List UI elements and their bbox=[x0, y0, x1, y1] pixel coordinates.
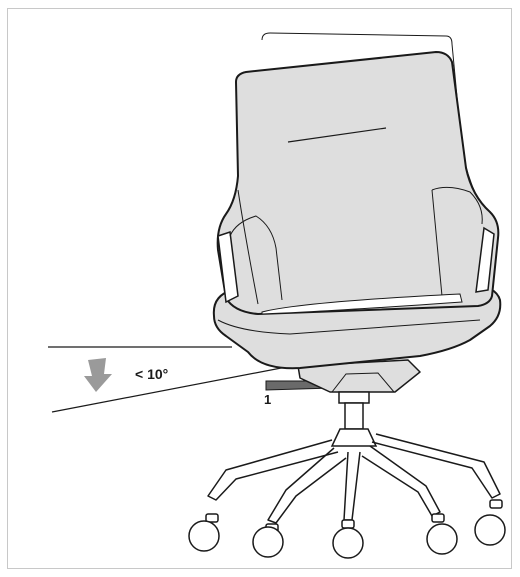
angle-label: < 10° bbox=[135, 366, 168, 382]
backrest-shell bbox=[216, 51, 500, 315]
callout-label: 1 bbox=[264, 392, 271, 407]
tilt-mechanism bbox=[297, 359, 421, 393]
base-hub bbox=[330, 428, 378, 447]
right-armrest-cutout bbox=[475, 226, 495, 293]
seat-edge-line bbox=[217, 319, 481, 335]
star-base bbox=[207, 433, 501, 524]
tilt-down-arrow-icon bbox=[84, 358, 112, 392]
backrest-seams bbox=[229, 186, 483, 305]
caster-wheel-icon bbox=[188, 499, 506, 559]
mechanism-detail bbox=[331, 372, 395, 393]
left-armrest-cutout bbox=[217, 230, 239, 304]
gas-column bbox=[344, 402, 364, 430]
column-cap bbox=[338, 391, 370, 404]
tilt-reference-line bbox=[51, 363, 303, 413]
backrest-stitch-line bbox=[287, 127, 387, 143]
seat-cushion-highlight bbox=[261, 293, 463, 315]
